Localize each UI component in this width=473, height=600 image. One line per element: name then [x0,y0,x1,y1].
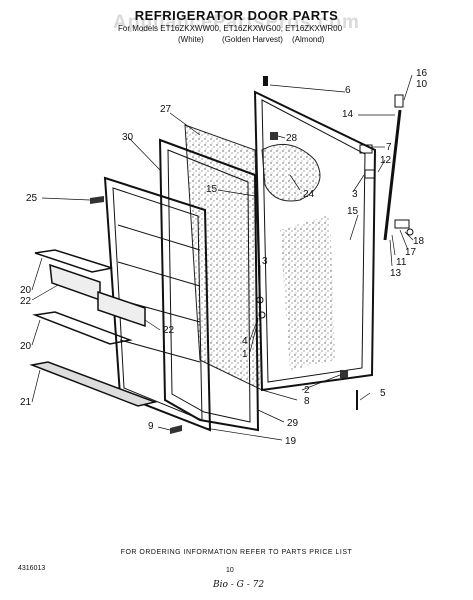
callout-11: 11 [396,257,407,268]
callout-4: 4 [242,336,248,347]
callout-1: 1 [242,349,248,360]
door-gasket [158,138,260,432]
callout-2: 2 [304,385,310,396]
variant-white: (White) [178,35,204,44]
hinge-cap [394,94,404,108]
screw-9 [170,425,182,434]
door-bin-upper [49,263,101,302]
callout-20-lower: 20 [20,341,32,352]
variant-golden-harvest: (Golden Harvest) [222,35,283,44]
callout-28: 28 [286,133,298,144]
foam-blob [261,143,321,202]
screw-25 [90,196,104,204]
callout-21: 21 [20,397,32,408]
door-shelf-bar-upper [34,249,113,273]
callout-6: 6 [345,85,351,96]
callout-9: 9 [148,421,154,432]
page-number: 10 [226,567,234,574]
screw-6 [263,76,268,86]
document-code: 4316013 [18,565,46,572]
callout-12: 12 [380,155,392,166]
callout-15-left: 15 [206,184,218,195]
door-bin-middle [97,290,146,328]
inner-door-liner [103,176,212,432]
callout-27: 27 [160,104,172,115]
model-list: For Models ET16ZKXWW00, ET16ZKXWG00, ET1… [118,24,343,33]
ordering-note: FOR ORDERING INFORMATION REFER TO PARTS … [120,549,353,556]
callout-7: 7 [386,142,392,153]
stop-2 [340,370,348,378]
callout-20-upper: 20 [20,285,32,296]
plug-28 [270,132,278,140]
callout-5: 5 [380,388,386,399]
diagram-title: REFRIGERATOR DOOR PARTS [134,8,339,23]
callout-17: 17 [405,247,417,258]
figure-signature: Bio - G - 72 [213,580,265,590]
callout-16: 16 [416,68,428,79]
callout-24: 24 [303,189,315,200]
callout-3-top: 3 [352,189,358,200]
callout-8: 8 [304,396,310,407]
callout-22-lower: 22 [163,325,175,336]
door-shelf-bar-lower [32,311,133,345]
door-bin-lower [29,361,158,407]
callout-25: 25 [26,193,38,204]
callout-15-right: 15 [347,206,359,217]
callout-19: 19 [285,436,297,447]
hinge-rod [383,109,402,241]
leader-lines [31,74,414,441]
callout-14: 14 [342,109,354,120]
callout-13: 13 [390,268,402,279]
hinge-bracket-bottom [394,219,410,229]
variant-almond: (Almond) [292,35,325,44]
callout-10: 10 [416,79,428,90]
callout-18: 18 [413,236,425,247]
callout-30: 30 [122,132,134,143]
callout-3-middle: 3 [262,256,268,267]
callout-29: 29 [287,418,299,429]
callout-22-upper: 22 [20,296,32,307]
hinge-bracket-top [359,144,373,154]
